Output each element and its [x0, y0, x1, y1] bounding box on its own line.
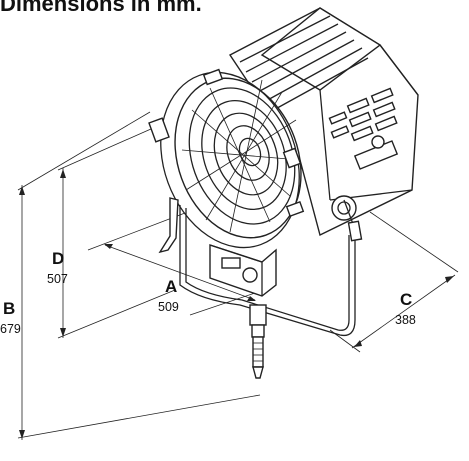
diagram-title: Dimensions in mm. — [0, 0, 202, 16]
cooling-fins — [239, 15, 369, 113]
dim-value-c: 388 — [395, 313, 416, 327]
dim-letter-c: C — [400, 290, 412, 309]
dim-letter-b: B — [3, 299, 15, 318]
dim-value-a: 509 — [158, 300, 179, 314]
dim-value-d: 507 — [47, 272, 68, 286]
mounting-spigot — [249, 304, 267, 379]
dimension-label-D: D 507 — [47, 249, 68, 286]
dimension-label-C: C 388 — [395, 290, 416, 327]
dim-value-b: 679 — [0, 322, 21, 336]
side-vents — [328, 87, 398, 142]
dimension-label-A: A 509 — [158, 277, 179, 314]
dimension-lines — [17, 111, 459, 440]
lens-cage — [160, 71, 302, 249]
dimension-label-B: B 679 — [0, 299, 21, 336]
dim-letter-a: A — [165, 277, 177, 296]
dim-letter-d: D — [52, 249, 64, 268]
lamp-illustration — [148, 7, 419, 379]
